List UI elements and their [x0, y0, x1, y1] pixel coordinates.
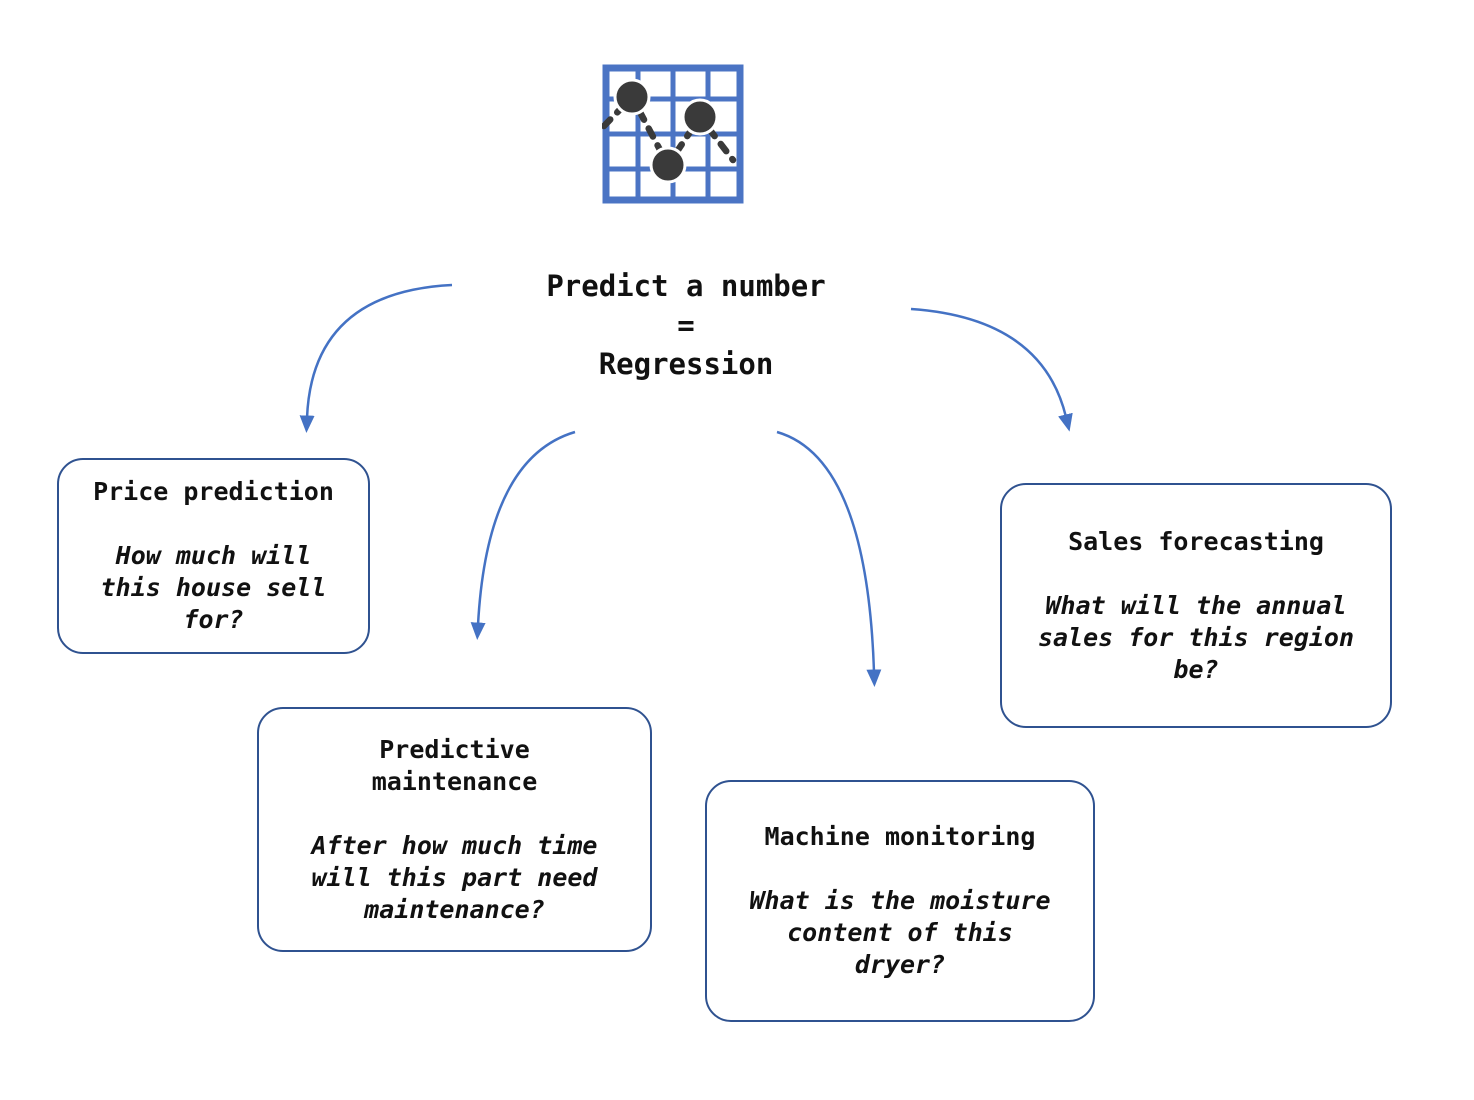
data-point — [681, 98, 719, 136]
arrow-to-predictive-maintenance — [470, 430, 576, 640]
data-point — [613, 78, 651, 116]
arrow-to-sales-forecasting — [910, 307, 1073, 432]
node-predictive-maintenance: Predictive maintenance After how much ti… — [257, 707, 652, 952]
node-price-prediction: Price prediction How much will this hous… — [57, 458, 370, 654]
node-question: What is the moisture content of this dry… — [749, 886, 1051, 979]
node-title: Price prediction — [93, 477, 334, 506]
central-label: Predict a number = Regression — [546, 269, 826, 381]
arrow-to-machine-monitoring — [776, 430, 882, 687]
node-title: Sales forecasting — [1068, 526, 1324, 556]
data-point — [649, 146, 687, 184]
node-question: What will the annual sales for this regi… — [1037, 590, 1355, 684]
node-question: How much will this house sell for? — [100, 541, 327, 634]
node-machine-monitoring: Machine monitoring What is the moisture … — [705, 780, 1095, 1022]
scatter-line-chart-icon — [602, 64, 744, 204]
node-title: Predictive maintenance — [371, 734, 538, 796]
node-title: Machine monitoring — [764, 822, 1036, 851]
arrow-to-price-prediction — [299, 283, 453, 433]
node-question: After how much time will this part need … — [311, 830, 598, 924]
node-sales-forecasting: Sales forecasting What will the annual s… — [1000, 483, 1392, 728]
